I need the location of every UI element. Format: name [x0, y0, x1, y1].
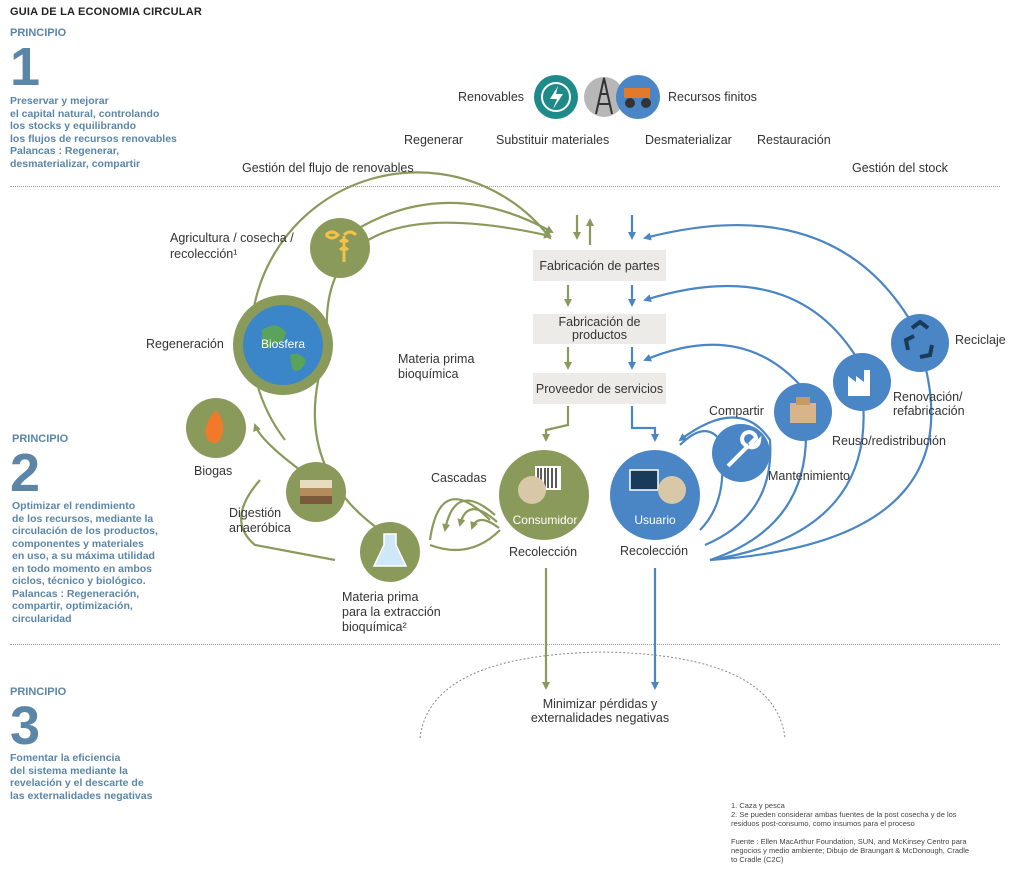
cascades-label: Cascadas — [431, 471, 487, 485]
principle-3-number: 3 — [10, 696, 41, 756]
stock-management-label: Gestión del stock — [852, 161, 948, 175]
parts-manufacturing-box: Fabricación de partes — [533, 250, 666, 281]
share-label: Compartir — [709, 404, 764, 418]
restoration-label: Restauración — [757, 133, 831, 147]
principle-1-number: 1 — [10, 37, 41, 97]
biogas-label: Biogas — [194, 464, 233, 478]
oil-rig-icon — [584, 77, 624, 117]
document-title: GUIA DE LA ECONOMIA CIRCULAR — [10, 6, 202, 18]
principle-3-label: PRINCIPIO — [10, 686, 67, 698]
user-label: Usuario — [634, 513, 676, 527]
refurbish-label: Renovación/refabricación — [893, 390, 965, 418]
recycle-icon — [891, 314, 949, 372]
agriculture-label: Agricultura / cosecha /recolección¹ — [170, 231, 294, 261]
principle-1-label: PRINCIPIO — [10, 27, 67, 39]
finite-resources-label: Recursos finitos — [668, 90, 757, 104]
service-provider-box: Proveedor de servicios — [533, 373, 666, 404]
tech-collection-label: Recolección — [620, 544, 689, 558]
biosphere-label: Biosfera — [260, 337, 306, 351]
consumer-label: Consumidor — [512, 513, 578, 527]
dematerialize-label: Desmaterializar — [645, 133, 732, 147]
renewables-flow-management-label: Gestión del flujo de renovables — [242, 161, 414, 175]
divider-bottom — [10, 644, 1000, 645]
principle-2-number: 2 — [10, 443, 41, 503]
divider-top — [10, 186, 1000, 187]
reuse-label: Reuso/redistribución — [832, 434, 946, 448]
principle-2-label: PRINCIPIO — [12, 433, 69, 445]
substitute-materials-label: Substituir materiales — [496, 133, 610, 147]
bio-collection-label: Recolección — [509, 545, 578, 559]
losses-boundary-arc — [419, 651, 786, 739]
regenerate-label: Regenerar — [404, 133, 464, 147]
regeneration-label: Regeneración — [146, 337, 224, 351]
recycling-label: Reciclaje — [955, 333, 1006, 347]
maintenance-label: Mantenimiento — [768, 469, 850, 483]
renewables-label: Renovables — [458, 90, 525, 104]
